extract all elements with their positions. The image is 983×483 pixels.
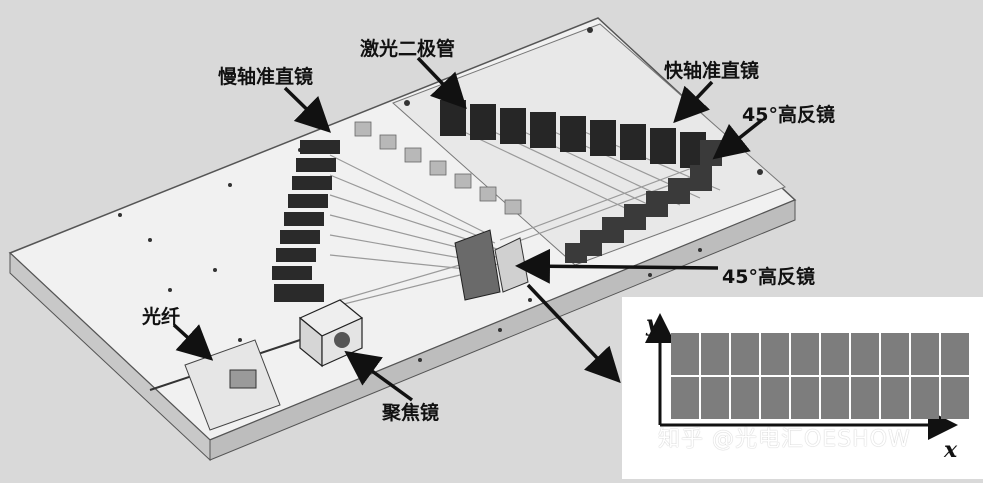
watermark: 知乎 @光电汇OESHOW — [658, 427, 911, 452]
beam-spot-cell — [941, 333, 969, 375]
label-slow-axis-collimator: 慢轴准直镜 — [218, 66, 314, 88]
beam-arrangement-inset: y x — [622, 297, 983, 479]
label-fiber: 光纤 — [142, 306, 181, 328]
beam-spot-cell — [701, 333, 729, 375]
beam-spot-cell — [731, 377, 759, 419]
beam-spot-cell — [731, 333, 759, 375]
slow-axis-collimator-stack — [272, 140, 340, 302]
beam-spot-cell — [851, 333, 879, 375]
beam-spot-cell — [821, 333, 849, 375]
beam-spot-cell — [851, 377, 879, 419]
beam-spot-cell — [881, 377, 909, 419]
beam-spot-cell — [881, 333, 909, 375]
beam-spot-grid — [671, 333, 969, 419]
beam-spot-cell — [701, 377, 729, 419]
label-fast-axis-collimator: 快轴准直镜 — [664, 60, 760, 82]
label-laser-diode: 激光二极管 — [360, 38, 456, 60]
label-focusing-lens: 聚焦镜 — [382, 402, 440, 424]
x-axis-label: x — [944, 437, 958, 463]
beam-spot-cell — [671, 377, 699, 419]
beam-spot-cell — [791, 377, 819, 419]
inset-plot — [645, 313, 969, 440]
beam-spot-cell — [821, 377, 849, 419]
fiber-path — [149, 339, 301, 431]
label-hr-mirror-mid: 45°高反镜 — [722, 266, 815, 288]
beam-spot-cell — [911, 377, 939, 419]
beam-spot-cell — [791, 333, 819, 375]
optic-row — [354, 121, 522, 215]
beam-spot-cell — [941, 377, 969, 419]
screw-holes — [118, 27, 763, 362]
beam-spot-cell — [761, 333, 789, 375]
beam-spot-cell — [671, 333, 699, 375]
label-hr-mirror-top: 45°高反镜 — [742, 104, 835, 126]
beam-spot-cell — [761, 377, 789, 419]
beam-spot-cell — [911, 333, 939, 375]
callout-arrows — [172, 56, 764, 402]
focusing-lens-block — [298, 299, 364, 368]
y-axis-label: y — [646, 311, 659, 337]
